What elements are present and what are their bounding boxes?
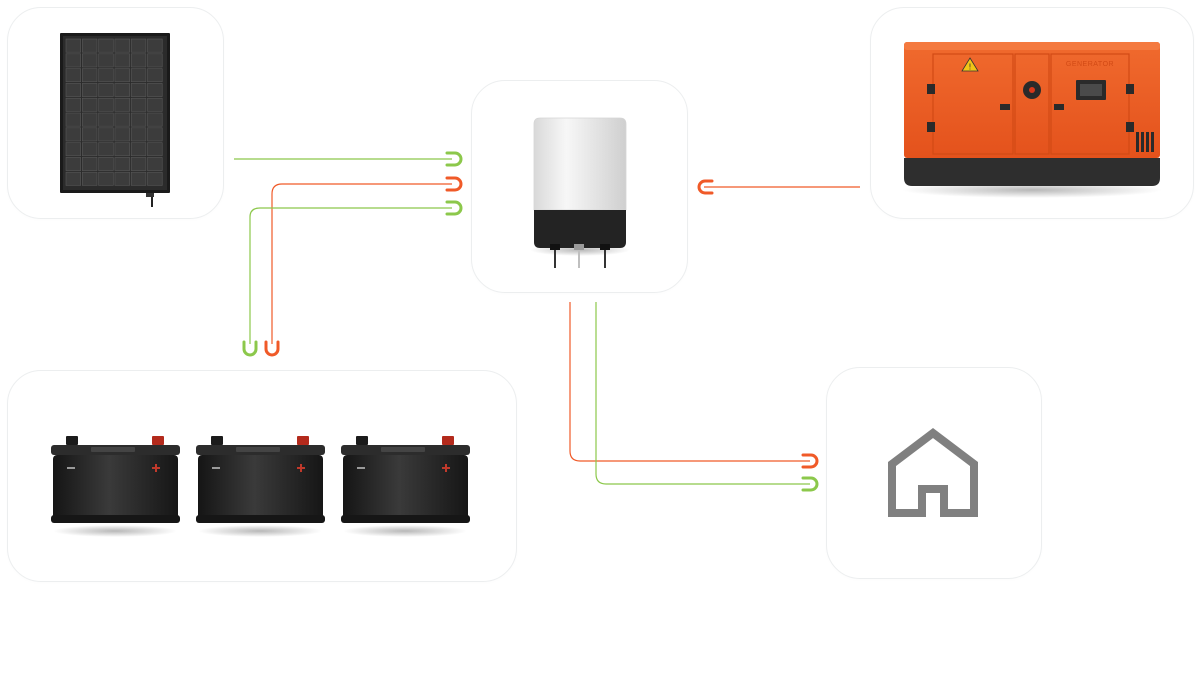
svg-text:!: ! xyxy=(968,63,971,72)
battery-to-inverter-ac-line xyxy=(271,183,452,344)
connector-hook-battery-ac-in xyxy=(445,176,463,192)
inverter-icon xyxy=(530,117,630,268)
house-icon xyxy=(888,427,978,517)
connector-hooks xyxy=(242,151,819,492)
connection-lines xyxy=(234,158,860,485)
connector-hook-generator-in xyxy=(697,179,714,195)
connector-hook-solar-in xyxy=(445,151,463,167)
connector-hook-battery-ac-out xyxy=(264,340,280,357)
battery-to-inverter-dc-line xyxy=(249,207,452,344)
generator-label: GENERATOR xyxy=(1066,61,1114,68)
house-card xyxy=(826,367,1042,579)
battery-bank-icon xyxy=(51,436,470,537)
connector-hook-house-ac-in xyxy=(801,453,819,469)
battery-unit-icon xyxy=(196,436,325,537)
solar-panel-icon xyxy=(60,33,170,207)
generator-icon: ! GENERATOR xyxy=(902,42,1162,198)
battery-unit-icon xyxy=(51,436,180,537)
connector-hook-house-dc-in xyxy=(801,476,819,492)
inverter-to-house-dc-line xyxy=(595,302,810,485)
connector-hook-battery-dc-in xyxy=(445,200,463,216)
inverter-to-house-ac-line xyxy=(569,302,810,462)
connector-hook-battery-dc-out xyxy=(242,340,258,357)
battery-unit-icon xyxy=(341,436,470,537)
